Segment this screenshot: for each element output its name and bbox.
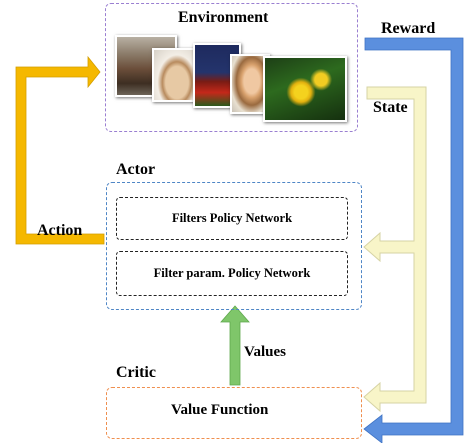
value-function-label: Value Function <box>171 402 269 418</box>
actor-box <box>106 182 362 310</box>
filters-policy-network: Filters Policy Network <box>116 197 348 240</box>
environment-box <box>105 3 358 132</box>
state-arrow <box>363 86 427 413</box>
actor-title: Actor <box>116 161 156 178</box>
environment-title: Environment <box>178 9 269 26</box>
critic-box <box>106 387 362 439</box>
values-arrow <box>220 305 250 386</box>
values-label: Values <box>244 344 286 360</box>
state-label: State <box>373 99 408 116</box>
filter-param-policy-network: Filter param. Policy Network <box>116 251 348 296</box>
reward-arrow <box>363 37 464 443</box>
reward-label: Reward <box>381 20 436 37</box>
yellow-flowers-photo <box>263 56 347 122</box>
action-arrow <box>15 55 105 245</box>
critic-title: Critic <box>116 364 156 381</box>
action-label: Action <box>37 222 83 239</box>
